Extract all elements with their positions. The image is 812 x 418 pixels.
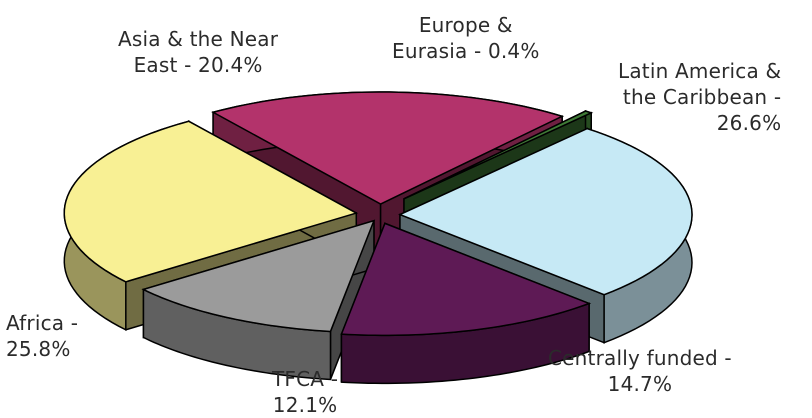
- label-tfca: TFCA - 12.1%: [272, 367, 339, 417]
- label-europe: Europe & Eurasia - 0.4%: [392, 13, 540, 63]
- slice-centrally-funded: [340, 222, 592, 385]
- label-latin-america: Latin America & the Caribbean - 26.6%: [618, 59, 782, 135]
- slice-top: [141, 219, 376, 333]
- label-asia: Asia & the Near East - 20.4%: [118, 27, 279, 77]
- slice-top: [63, 120, 359, 283]
- slice-top: [211, 91, 565, 205]
- label-africa: Africa - 25.8%: [6, 311, 79, 361]
- pie-slices: [63, 91, 693, 385]
- label-centrally-funded: Centrally funded - 14.7%: [548, 346, 732, 396]
- slice-top: [403, 110, 594, 200]
- slice-top: [398, 127, 693, 296]
- slice-top: [340, 222, 592, 337]
